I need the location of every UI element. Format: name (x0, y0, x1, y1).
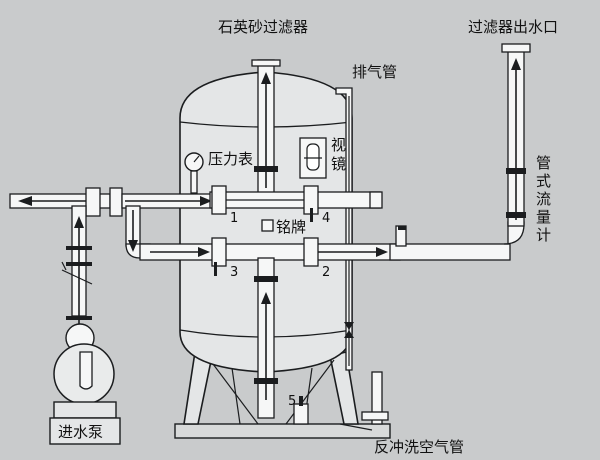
backwash-air-pipe (339, 371, 389, 431)
label-valve-1: 1 (230, 211, 238, 226)
label-flowmeter-2: 流 (536, 190, 551, 208)
nameplate-icon (261, 219, 274, 232)
label-flowmeter-1: 式 (536, 172, 551, 190)
support-legs (183, 351, 359, 425)
label-sight-glass-2: 镜 (331, 155, 346, 173)
label-backwash-air-pipe: 反冲洗空气管 (374, 438, 464, 456)
base-slab (174, 423, 391, 439)
label-quartz-filter: 石英砂过滤器 (218, 18, 308, 36)
label-flowmeter-3: 量 (536, 208, 551, 226)
inlet-pump-icon (49, 323, 121, 445)
upper-manifold (209, 185, 383, 222)
top-vertical-pipe (251, 59, 281, 199)
label-pressure-gauge: 压力表 (208, 150, 253, 168)
inlet-riser (61, 205, 93, 330)
label-valve-3: 3 (230, 265, 238, 280)
inlet-header (9, 187, 219, 217)
label-vent-pipe: 排气管 (352, 63, 397, 81)
label-nameplate: 铭牌 (276, 218, 306, 236)
label-flowmeter-0: 管 (536, 154, 551, 172)
valve-5 (293, 396, 309, 425)
bottom-vertical-pipe (254, 257, 278, 419)
label-flowmeter-4: 计 (536, 226, 551, 244)
label-valve-4: 4 (322, 211, 330, 226)
vent-pipe (335, 87, 354, 371)
label-inlet-pump: 进水泵 (58, 423, 103, 441)
outlet-pipe (389, 43, 531, 261)
label-filter-outlet: 过滤器出水口 (468, 18, 558, 36)
pressure-gauge-icon (184, 152, 204, 194)
label-valve-5: 5 (288, 394, 296, 409)
label-sight-glass-1: 视 (331, 136, 346, 154)
label-valve-2: 2 (322, 265, 330, 280)
sight-glass (299, 137, 327, 179)
